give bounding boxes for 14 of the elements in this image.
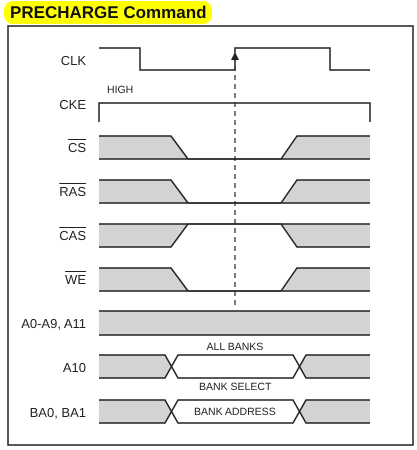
value-note: ALL BANKS bbox=[206, 341, 264, 353]
bus-value: BANK ADDRESS bbox=[194, 406, 276, 418]
value-note: BANK SELECT bbox=[199, 381, 272, 393]
level-note: HIGH bbox=[107, 84, 134, 96]
signal-name: A0-A9, A11 bbox=[21, 316, 86, 331]
signal-name: CKE bbox=[59, 97, 86, 112]
signal-name: CLK bbox=[60, 53, 86, 68]
signal-name: CS bbox=[68, 140, 86, 155]
signal-name: WE bbox=[65, 272, 86, 287]
signal-name: A10 bbox=[62, 360, 86, 375]
signal-name: CAS bbox=[59, 228, 86, 243]
signal-name: RAS bbox=[59, 184, 86, 199]
signal-name: BA0, BA1 bbox=[30, 405, 86, 420]
title: PRECHARGE Command bbox=[4, 1, 212, 24]
